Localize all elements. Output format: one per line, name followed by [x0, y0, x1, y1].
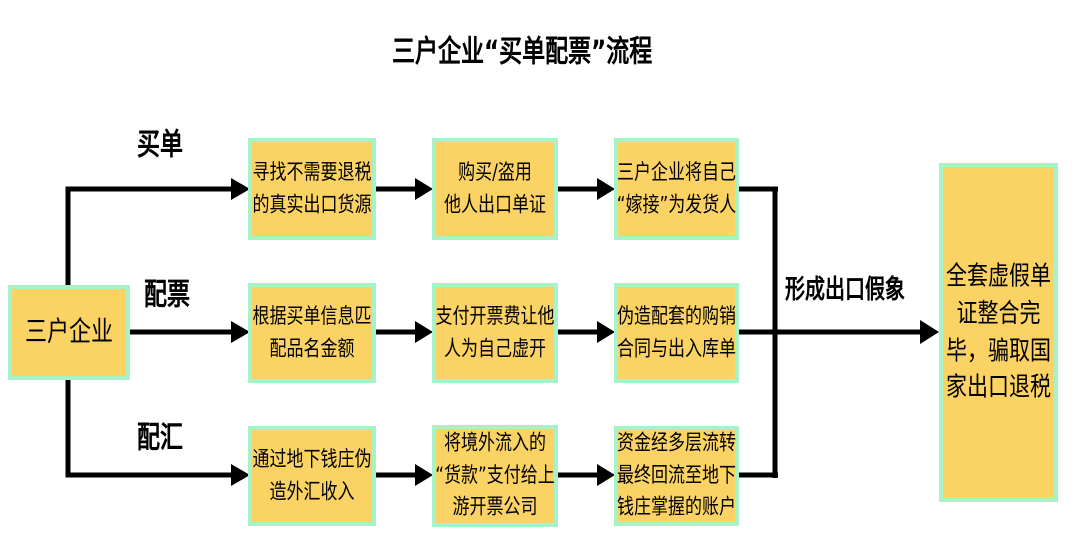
node-row2-step3: 伪造配套的购销 合同与出入库单	[614, 283, 739, 383]
arrowhead-row2-step1-2	[415, 321, 433, 343]
arrowhead-row3-step2-3	[597, 464, 615, 486]
node-row1-step2-text: 购买/盗用 他人出口单证	[444, 159, 546, 217]
node-row1-step1-text: 寻找不需要退税 的真实出口货源	[252, 159, 372, 217]
arrowhead-source-to-row3	[231, 464, 250, 486]
row-label-match-invoice: 配票	[144, 278, 190, 313]
node-row1-step2: 购买/盗用 他人出口单证	[432, 138, 558, 240]
arrowhead-row1-step1-2	[415, 178, 433, 200]
connector-source-to-row1	[65, 186, 232, 285]
diagram-title: 三户企业“买单配票”流程	[392, 35, 653, 70]
node-row2-step3-text: 伪造配套的购销 合同与出入库单	[617, 303, 736, 361]
arrowhead-source-to-row1	[231, 178, 250, 200]
merge-label-fake-export: 形成出口假象	[785, 273, 905, 305]
node-row3-step3: 资金经多层流转 最终回流至地下 钱庄掌握的账户	[614, 426, 739, 526]
node-row3-step2: 将境外流入的 “货款”支付给上 游开票公司	[432, 425, 558, 527]
arrowhead-row3-step1-2	[415, 464, 433, 486]
node-row3-step1-text: 通过地下钱庄伪 造外汇收入	[252, 446, 372, 504]
row-label-match-forex: 配汇	[137, 421, 183, 456]
node-row1-step3-text: 三户企业将自己 “嫁接”为发货人	[616, 159, 737, 217]
row-label-buy-order: 买单	[137, 128, 183, 163]
node-row3-step2-text: 将境外流入的 “货款”支付给上 游开票公司	[435, 430, 555, 520]
arrowhead-bus-to-result	[920, 320, 939, 344]
node-result-tax-fraud: 全套虚假单 证整合完 毕，骗取国 家出口退税	[939, 163, 1058, 502]
node-row3-step3-text: 资金经多层流转 最终回流至地下 钱庄掌握的账户	[617, 430, 736, 520]
connector-source-to-row3	[65, 380, 232, 478]
arrowhead-row2-step2-3	[597, 321, 615, 343]
node-row1-step1: 寻找不需要退税 的真实出口货源	[248, 138, 376, 240]
node-source-company-text: 三户企业	[24, 316, 113, 349]
node-row1-step3: 三户企业将自己 “嫁接”为发货人	[614, 138, 739, 240]
node-source-company: 三户企业	[8, 285, 130, 380]
node-row2-step1: 根据买单信息匹 配品名金额	[248, 283, 376, 383]
node-result-tax-fraud-text: 全套虚假单 证整合完 毕，骗取国 家出口退税	[946, 260, 1051, 403]
node-row3-step1: 通过地下钱庄伪 造外汇收入	[248, 426, 376, 526]
node-row2-step2: 支付开票费让他 人为自己虚开	[432, 283, 558, 383]
arrowhead-row1-step2-3	[597, 178, 615, 200]
arrowhead-source-to-row2	[231, 321, 250, 343]
node-row2-step2-text: 支付开票费让他 人为自己虚开	[435, 303, 555, 361]
node-row2-step1-text: 根据买单信息匹 配品名金额	[252, 303, 372, 361]
